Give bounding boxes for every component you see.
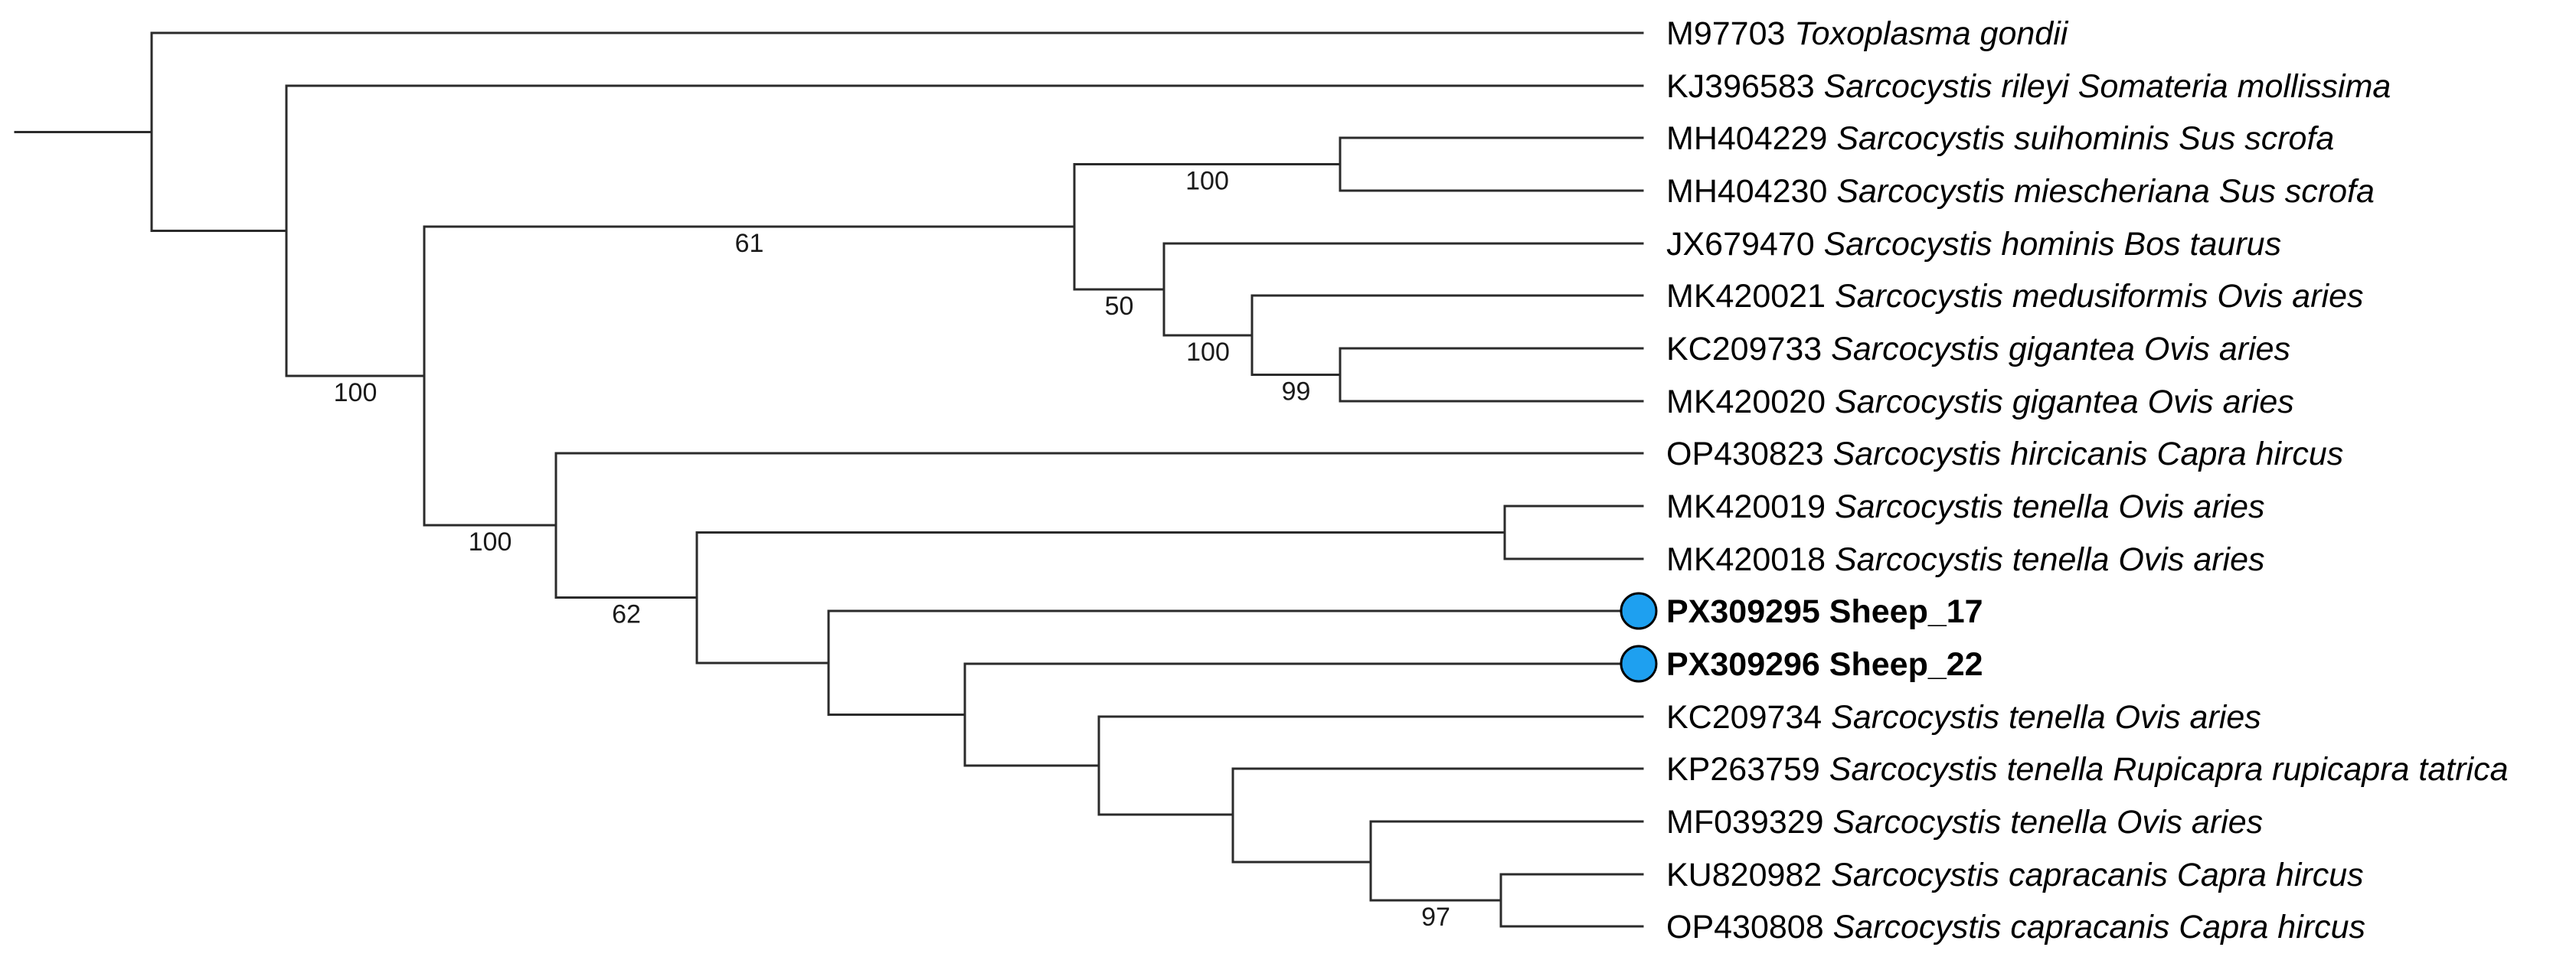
- bootstrap-label: 61: [735, 229, 764, 258]
- taxon-label: MF039329 Sarcocystis tenella Ovis aries: [1666, 804, 2263, 841]
- bootstrap-label: 100: [469, 527, 512, 557]
- bootstrap-label: 100: [334, 378, 378, 407]
- taxon-label: KU820982 Sarcocystis capracanis Capra hi…: [1666, 857, 2364, 893]
- sample-marker-icon: [1620, 592, 1658, 630]
- bootstrap-label: 100: [1186, 338, 1230, 367]
- taxon-label: KP263759 Sarcocystis tenella Rupicapra r…: [1666, 751, 2508, 788]
- taxon-label: KC209733 Sarcocystis gigantea Ovis aries: [1666, 331, 2290, 367]
- sample-marker-icon: [1620, 645, 1658, 683]
- taxon-label: MK420018 Sarcocystis tenella Ovis aries: [1666, 541, 2265, 578]
- bootstrap-label: 97: [1421, 903, 1450, 932]
- taxon-label: KC209734 Sarcocystis tenella Ovis aries: [1666, 699, 2261, 736]
- taxon-label: MK420021 Sarcocystis medusiformis Ovis a…: [1666, 278, 2363, 315]
- taxon-label: MK420020 Sarcocystis gigantea Ovis aries: [1666, 384, 2294, 420]
- taxon-label: MH404229 Sarcocystis suihominis Sus scro…: [1666, 120, 2334, 157]
- bootstrap-label: 50: [1105, 292, 1134, 321]
- taxon-label: PX309295 Sheep_17: [1666, 593, 1983, 630]
- bootstrap-label: 99: [1282, 377, 1311, 407]
- taxon-label: OP430823 Sarcocystis hircicanis Capra hi…: [1666, 436, 2343, 472]
- taxon-label: KJ396583 Sarcocystis rileyi Somateria mo…: [1666, 68, 2391, 105]
- taxon-label: PX309296 Sheep_22: [1666, 646, 1983, 683]
- taxon-label: M97703 Toxoplasma gondii: [1666, 15, 2069, 52]
- bootstrap-label: 100: [1185, 167, 1229, 196]
- taxon-label: MH404230 Sarcocystis miescheriana Sus sc…: [1666, 173, 2375, 210]
- taxon-label: OP430808 Sarcocystis capracanis Capra hi…: [1666, 909, 2365, 946]
- taxon-label: JX679470 Sarcocystis hominis Bos taurus: [1666, 226, 2281, 263]
- taxon-label: MK420019 Sarcocystis tenella Ovis aries: [1666, 488, 2265, 525]
- bootstrap-label: 62: [612, 600, 641, 629]
